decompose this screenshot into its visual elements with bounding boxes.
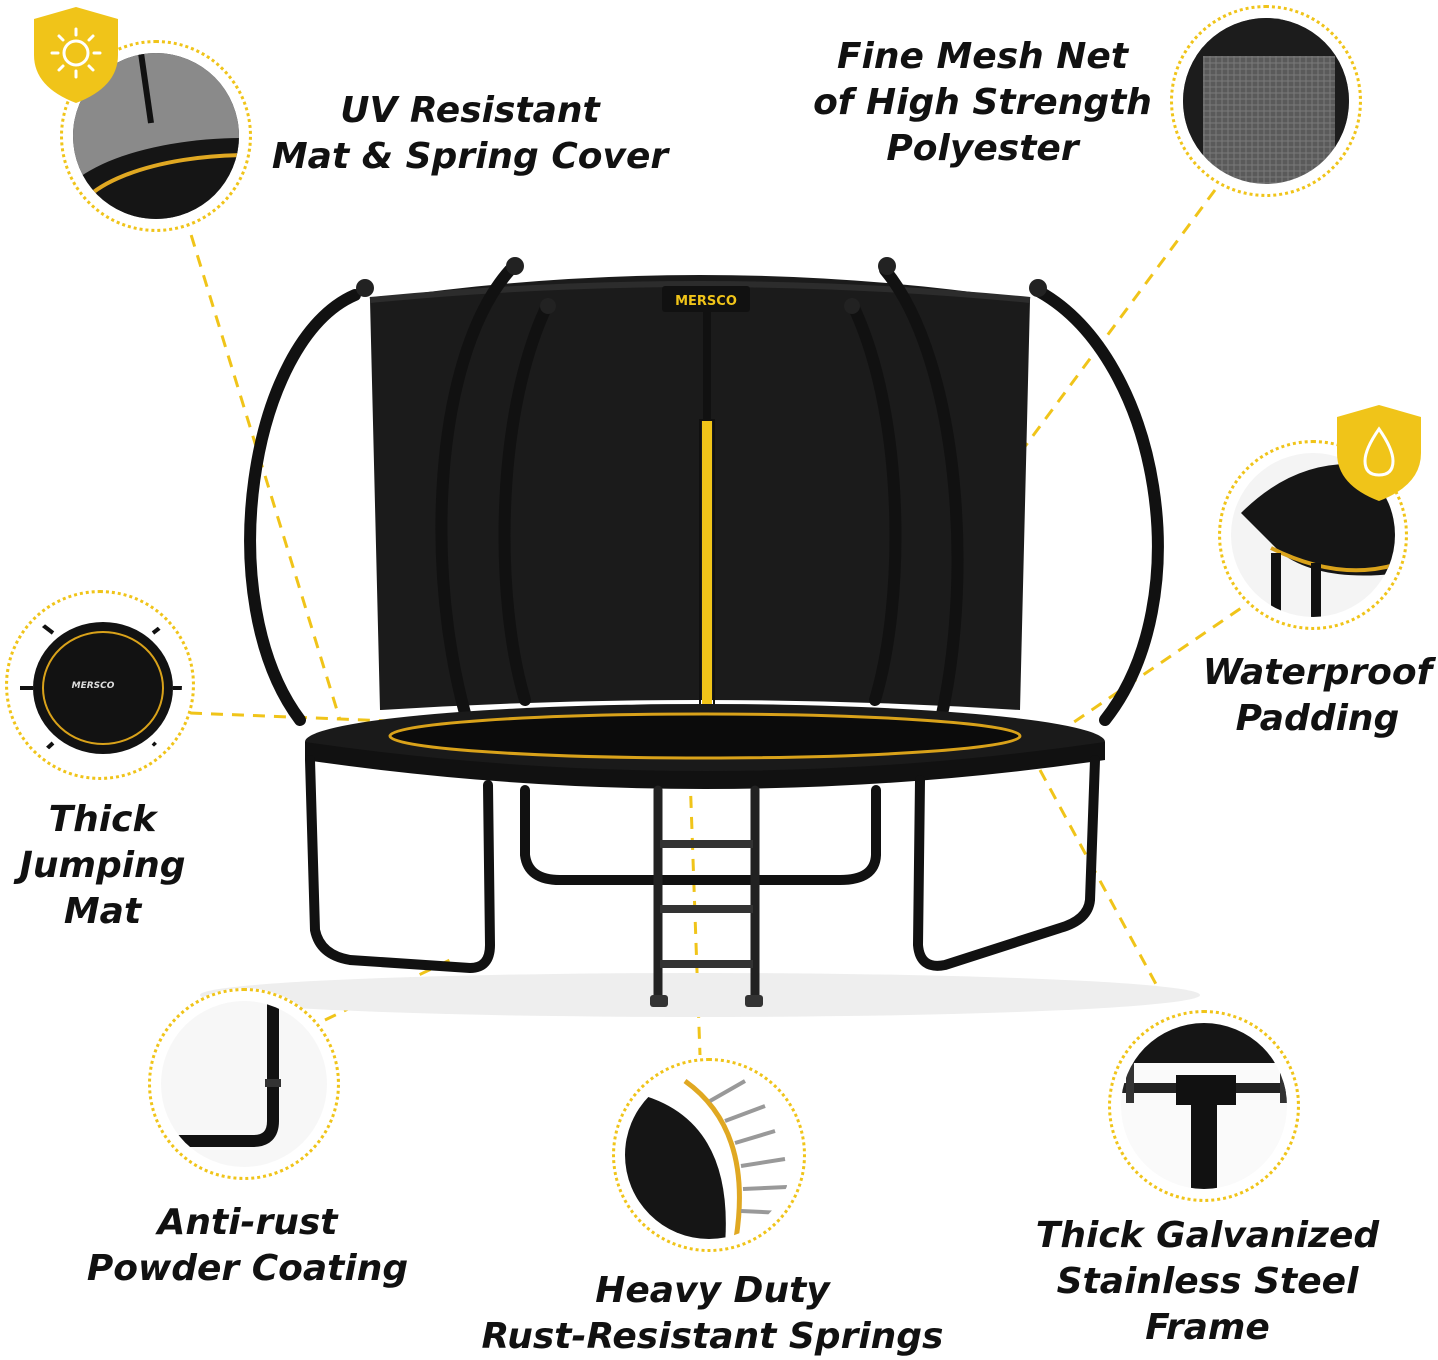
connector-mesh-net	[1013, 189, 1217, 461]
label-jumping-mat: Thick Jumping Mat	[19, 799, 186, 932]
detail-circle-anti-rust	[148, 988, 340, 1180]
detail-circle-waterproof	[1218, 440, 1408, 630]
mat-brand-text: MERSCO	[72, 681, 115, 691]
connector-frame	[1038, 769, 1172, 1011]
label-anti-rust: Anti-rust Powder Coating	[86, 1202, 409, 1289]
brand-tag: MERSCO	[675, 294, 737, 309]
label-frame: Thick Galvanized Stainless Steel Frame	[1035, 1215, 1380, 1348]
sun-icon	[34, 7, 118, 103]
connector-waterproof	[1054, 583, 1276, 737]
label-uv-cover: UV Resistant Mat & Spring Cover	[271, 90, 669, 177]
label-mesh-net: Fine Mesh Net of High Strength Polyester	[813, 36, 1152, 169]
water-drop-icon	[1337, 405, 1421, 501]
connector-uv-cover	[183, 214, 342, 721]
detail-circle-mesh-net	[1170, 5, 1362, 197]
detail-circle-springs	[612, 1058, 806, 1252]
detail-circle-jumping-mat: MERSCO	[5, 590, 195, 780]
detail-circle-frame	[1108, 1010, 1300, 1202]
label-springs: Heavy Duty Rust-Resistant Springs	[481, 1270, 944, 1357]
label-waterproof: Waterproof Padding	[1202, 652, 1433, 739]
